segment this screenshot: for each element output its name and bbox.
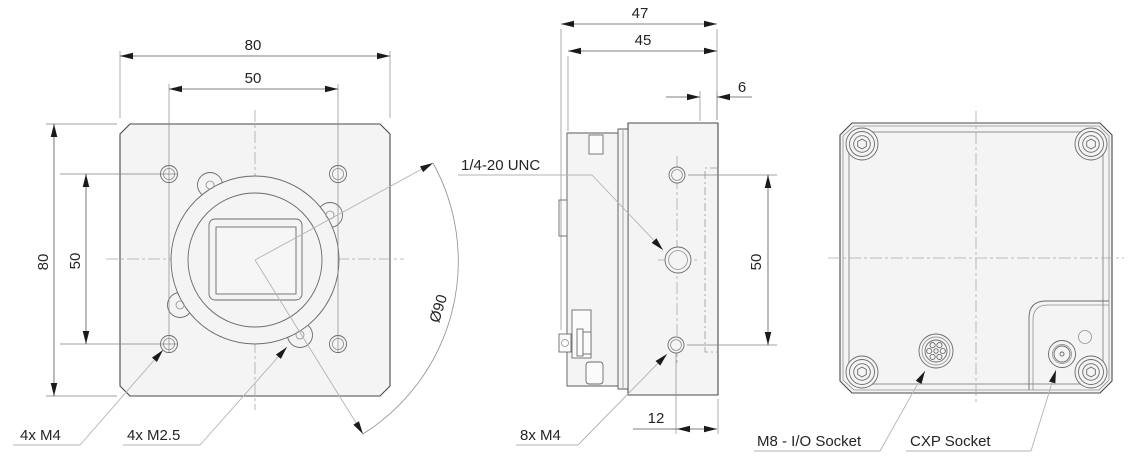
back-inner-edge <box>842 125 1110 391</box>
front-view: 80 50 80 50 Ø90 4x <box>13 37 459 446</box>
side-holes <box>664 166 692 354</box>
dim-front-hole-spacing-v: 50 <box>60 173 178 345</box>
dim-text-hole-to-back: 12 <box>648 410 665 427</box>
flange-hole <box>175 300 185 310</box>
label-text-corner-holes: 4x M4 <box>20 427 61 444</box>
dim-back-step: 6 <box>666 79 752 121</box>
flange-hole <box>205 180 215 190</box>
dim-text-hole-spacing-v: 50 <box>67 253 84 270</box>
dim-front-hole-spacing-h: 50 <box>168 70 339 352</box>
label-text-flange-holes: 4x M2.5 <box>127 427 180 444</box>
dim-text-back-step: 6 <box>738 79 746 96</box>
dim-front-width: 80 <box>119 37 391 118</box>
side-clamp-screw <box>558 309 604 385</box>
label-cxp-socket: CXP Socket <box>906 369 1057 452</box>
side-view: 47 45 6 50 12 <box>458 5 777 446</box>
m8-io-socket <box>918 333 954 369</box>
dim-text-depth-housing: 45 <box>635 32 652 49</box>
label-corner-holes: 4x M4 <box>13 349 164 446</box>
back-view: M8 - I/O Socket CXP Socket <box>754 111 1124 452</box>
side-left-boss <box>558 199 568 237</box>
label-text-io-socket: M8 - I/O Socket <box>757 433 862 450</box>
dim-text-width: 80 <box>245 37 262 54</box>
dim-text-height: 80 <box>35 254 52 271</box>
dim-depth-housing: 45 <box>567 32 717 131</box>
label-flange-holes: 4x M2.5 <box>123 346 288 446</box>
label-side-holes: 8x M4 <box>516 353 668 446</box>
led-indicator-hole <box>1078 330 1092 344</box>
label-io-socket: M8 - I/O Socket <box>754 370 926 452</box>
dim-text-side-hole-spacing: 50 <box>748 254 765 271</box>
dim-hole-to-back: 12 <box>633 353 719 434</box>
label-text-side-holes: 8x M4 <box>520 427 561 444</box>
dim-text-flange-diameter: Ø90 <box>426 293 451 325</box>
label-text-cxp-socket: CXP Socket <box>910 433 991 450</box>
cxp-socket <box>1048 340 1076 368</box>
back-corner-screws <box>845 127 1108 389</box>
label-tripod-thread: 1/4-20 UNC <box>458 157 664 251</box>
dim-text-depth-overall: 47 <box>632 5 649 22</box>
dim-front-height: 80 <box>35 123 117 397</box>
flange-hole <box>295 330 305 340</box>
side-hidden-recess <box>704 167 718 353</box>
label-text-tripod-thread: 1/4-20 UNC <box>461 157 540 174</box>
side-top-notch <box>588 134 604 155</box>
dim-text-hole-spacing-h: 50 <box>245 70 262 87</box>
back-centerlines <box>828 111 1124 405</box>
connector-recess <box>1028 300 1109 390</box>
dim-side-hole-spacing: 50 <box>687 174 777 346</box>
